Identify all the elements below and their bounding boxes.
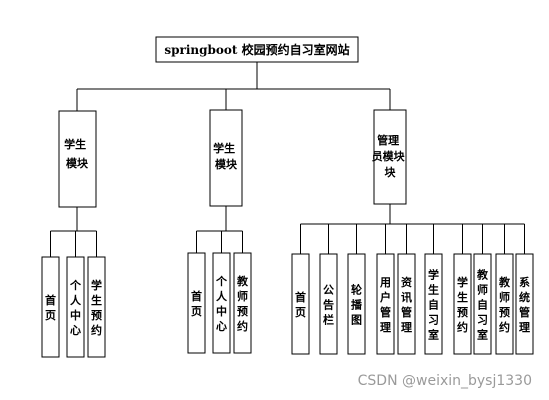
leaf-label: 学生预约 — [91, 278, 102, 337]
module-box-student — [58, 110, 97, 208]
leaf-label: 首页 — [45, 293, 56, 322]
leaf-label: 学生自习室 — [428, 268, 439, 342]
leaf-boxes: 首页个人中心学生预约首页个人中心教师预约首页公告栏轮播图用户管理资讯管理学生自习… — [41, 252, 534, 358]
leaf-box — [473, 253, 492, 355]
leaf-label: 首页 — [191, 289, 202, 318]
leaf-label: 首页 — [295, 290, 306, 319]
leaf-box — [319, 253, 338, 355]
leaf-label: 轮播图 — [351, 283, 363, 327]
leaf-label: 学生预约 — [457, 275, 468, 334]
leaf-box — [212, 252, 231, 354]
leaf-box — [376, 253, 395, 355]
leaf-label: 教师自习室 — [476, 268, 489, 342]
watermark: CSDN @weixin_bysj1330 — [358, 373, 532, 389]
leaf-label: 教师预约 — [498, 275, 511, 334]
leaf-box — [291, 253, 310, 355]
leaf-box — [233, 252, 252, 354]
leaf-box — [187, 252, 206, 354]
leaf-label: 资讯管理 — [401, 275, 412, 334]
leaf-label: 系统管理 — [519, 275, 530, 334]
module-label-student: 学生 模块 — [64, 137, 90, 170]
module-box-admin — [373, 109, 407, 205]
leaf-box — [515, 253, 534, 355]
module-box-teacher — [209, 109, 243, 207]
leaf-box — [347, 253, 366, 355]
leaf-label: 用户管理 — [380, 276, 391, 334]
leaf-box — [66, 256, 85, 358]
leaf-label: 个人中心 — [215, 274, 228, 333]
leaf-box — [424, 253, 443, 355]
leaf-box — [87, 256, 106, 358]
module-label-teacher: 学生 模块 — [213, 141, 239, 171]
root-label: springboot 校园预约自习室网站 — [164, 42, 349, 57]
leaf-label: 公告栏 — [323, 284, 334, 327]
leaf-box — [397, 253, 416, 355]
connector-lines — [50, 62, 525, 257]
leaf-box — [453, 253, 472, 355]
module-label-admin: 管理 员模块 块 — [372, 133, 409, 179]
leaf-label: 个人中心 — [69, 278, 82, 337]
root-box — [155, 36, 359, 63]
leaf-box — [495, 253, 514, 355]
leaf-box — [41, 256, 60, 358]
leaf-label: 教师预约 — [236, 274, 249, 333]
